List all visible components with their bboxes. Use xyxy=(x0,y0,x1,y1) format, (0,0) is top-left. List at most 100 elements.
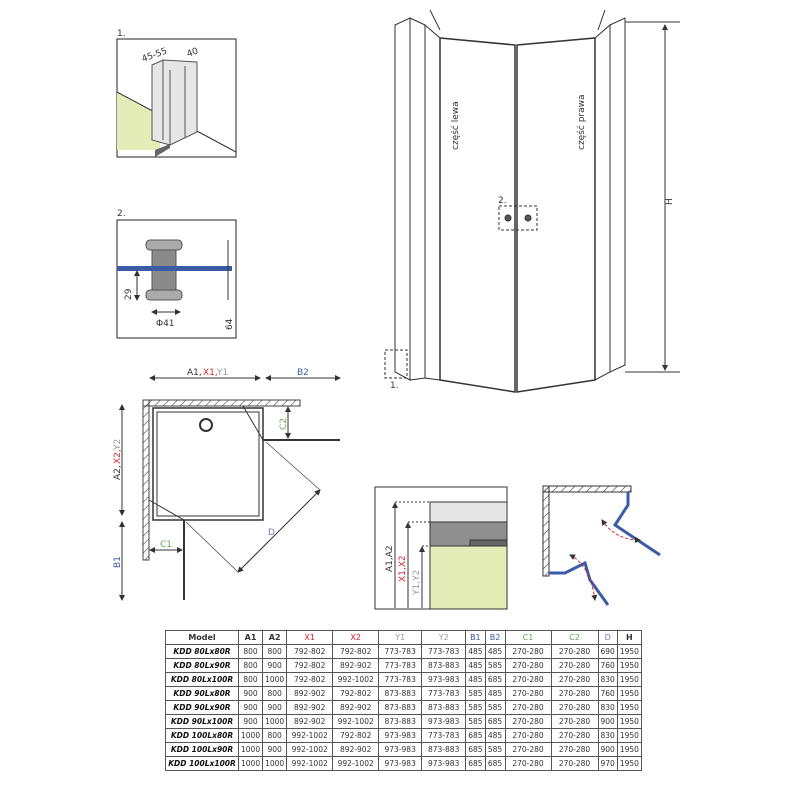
value-cell: 270-280 xyxy=(550,644,599,659)
value-cell: 973-983 xyxy=(378,728,423,743)
column-header-b2: B2 xyxy=(484,630,506,645)
value-cell: 873-883 xyxy=(421,742,467,757)
value-cell: 585 xyxy=(465,686,486,701)
value-cell: 685 xyxy=(484,756,506,771)
value-cell: 270-280 xyxy=(504,714,552,729)
column-header-h: H xyxy=(616,630,642,645)
value-cell: 800 xyxy=(237,644,264,659)
value-cell: 270-280 xyxy=(550,700,599,715)
value-cell: 270-280 xyxy=(550,756,599,771)
value-cell: 792-802 xyxy=(286,644,334,659)
column-header-model: Model xyxy=(165,630,239,645)
value-cell: 685 xyxy=(465,756,486,771)
value-cell: 1950 xyxy=(616,742,642,757)
value-cell: 270-280 xyxy=(504,728,552,743)
section-detail xyxy=(374,486,508,610)
value-cell: 270-280 xyxy=(504,756,552,771)
model-cell: KDD 100Lx80R xyxy=(165,728,239,743)
model-cell: KDD 100Lx90R xyxy=(165,742,239,757)
value-cell: 900 xyxy=(237,714,264,729)
value-cell: 585 xyxy=(484,658,506,673)
value-cell: 1000 xyxy=(262,714,288,729)
value-cell: 1000 xyxy=(262,672,288,687)
value-cell: 270-280 xyxy=(504,658,552,673)
right-part-label: część prawa xyxy=(576,94,587,150)
value-cell: 773-783 xyxy=(378,644,423,659)
value-cell: 1950 xyxy=(616,756,642,771)
column-header-c2: C2 xyxy=(550,630,599,645)
value-cell: 800 xyxy=(237,658,264,673)
value-cell: 270-280 xyxy=(550,658,599,673)
value-cell: 873-883 xyxy=(421,658,467,673)
value-cell: 1950 xyxy=(616,672,642,687)
plan-view xyxy=(119,375,341,601)
value-cell: 270-280 xyxy=(504,644,552,659)
value-cell: 1950 xyxy=(616,728,642,743)
value-cell: 973-983 xyxy=(421,756,467,771)
value-cell: 992-1002 xyxy=(286,742,334,757)
value-cell: 1950 xyxy=(616,686,642,701)
model-cell: KDD 90Lx90R xyxy=(165,700,239,715)
value-cell: 900 xyxy=(262,700,288,715)
value-cell: 270-280 xyxy=(504,672,552,687)
value-cell: 270-280 xyxy=(504,742,552,757)
value-cell: 270-280 xyxy=(550,672,599,687)
value-cell: 892-902 xyxy=(332,658,380,673)
value-cell: 270-280 xyxy=(550,742,599,757)
value-cell: 973-983 xyxy=(378,742,423,757)
value-cell: 892-902 xyxy=(286,686,334,701)
plan-a2-label: A2, xyxy=(113,465,123,480)
value-cell: 1000 xyxy=(237,728,264,743)
value-cell: 873-883 xyxy=(378,714,423,729)
value-cell: 685 xyxy=(465,728,486,743)
value-cell: 685 xyxy=(484,672,506,687)
height-label: H xyxy=(665,198,675,205)
value-cell: 585 xyxy=(465,700,486,715)
value-cell: 892-902 xyxy=(286,714,334,729)
value-cell: 900 xyxy=(597,742,618,757)
value-cell: 900 xyxy=(262,658,288,673)
value-cell: 270-280 xyxy=(550,686,599,701)
model-cell: KDD 80Lx80R xyxy=(165,644,239,659)
value-cell: 270-280 xyxy=(550,714,599,729)
value-cell: 900 xyxy=(262,742,288,757)
value-cell: 760 xyxy=(597,686,618,701)
value-cell: 992-1002 xyxy=(332,672,380,687)
value-cell: 792-802 xyxy=(286,658,334,673)
plan-y1-label: Y1 xyxy=(216,368,228,378)
value-cell: 892-902 xyxy=(332,742,380,757)
value-cell: 792-802 xyxy=(332,686,380,701)
column-header-y2: Y2 xyxy=(421,630,467,645)
value-cell: 973-983 xyxy=(421,672,467,687)
value-cell: 892-902 xyxy=(286,700,334,715)
value-cell: 830 xyxy=(597,728,618,743)
value-cell: 585 xyxy=(484,700,506,715)
left-part-label: część lewa xyxy=(450,101,461,150)
column-header-a1: A1 xyxy=(237,630,264,645)
plan-a1-label: A1, xyxy=(187,368,202,378)
value-cell: 585 xyxy=(484,742,506,757)
value-cell: 973-983 xyxy=(421,714,467,729)
value-cell: 773-783 xyxy=(421,644,467,659)
detail-2-handle: 2. 29 64 Φ41 xyxy=(116,209,237,339)
column-header-y1: Y1 xyxy=(378,630,423,645)
model-cell: KDD 80Lx100R xyxy=(165,672,239,687)
callout-2: 2. xyxy=(498,196,507,206)
value-cell: 973-983 xyxy=(378,756,423,771)
plan-c1-label: C1 xyxy=(160,540,172,550)
plan-c2-label: C2 xyxy=(279,418,289,430)
value-cell: 992-1002 xyxy=(286,728,334,743)
value-cell: 773-783 xyxy=(378,672,423,687)
value-cell: 485 xyxy=(465,658,486,673)
value-cell: 800 xyxy=(262,686,288,701)
